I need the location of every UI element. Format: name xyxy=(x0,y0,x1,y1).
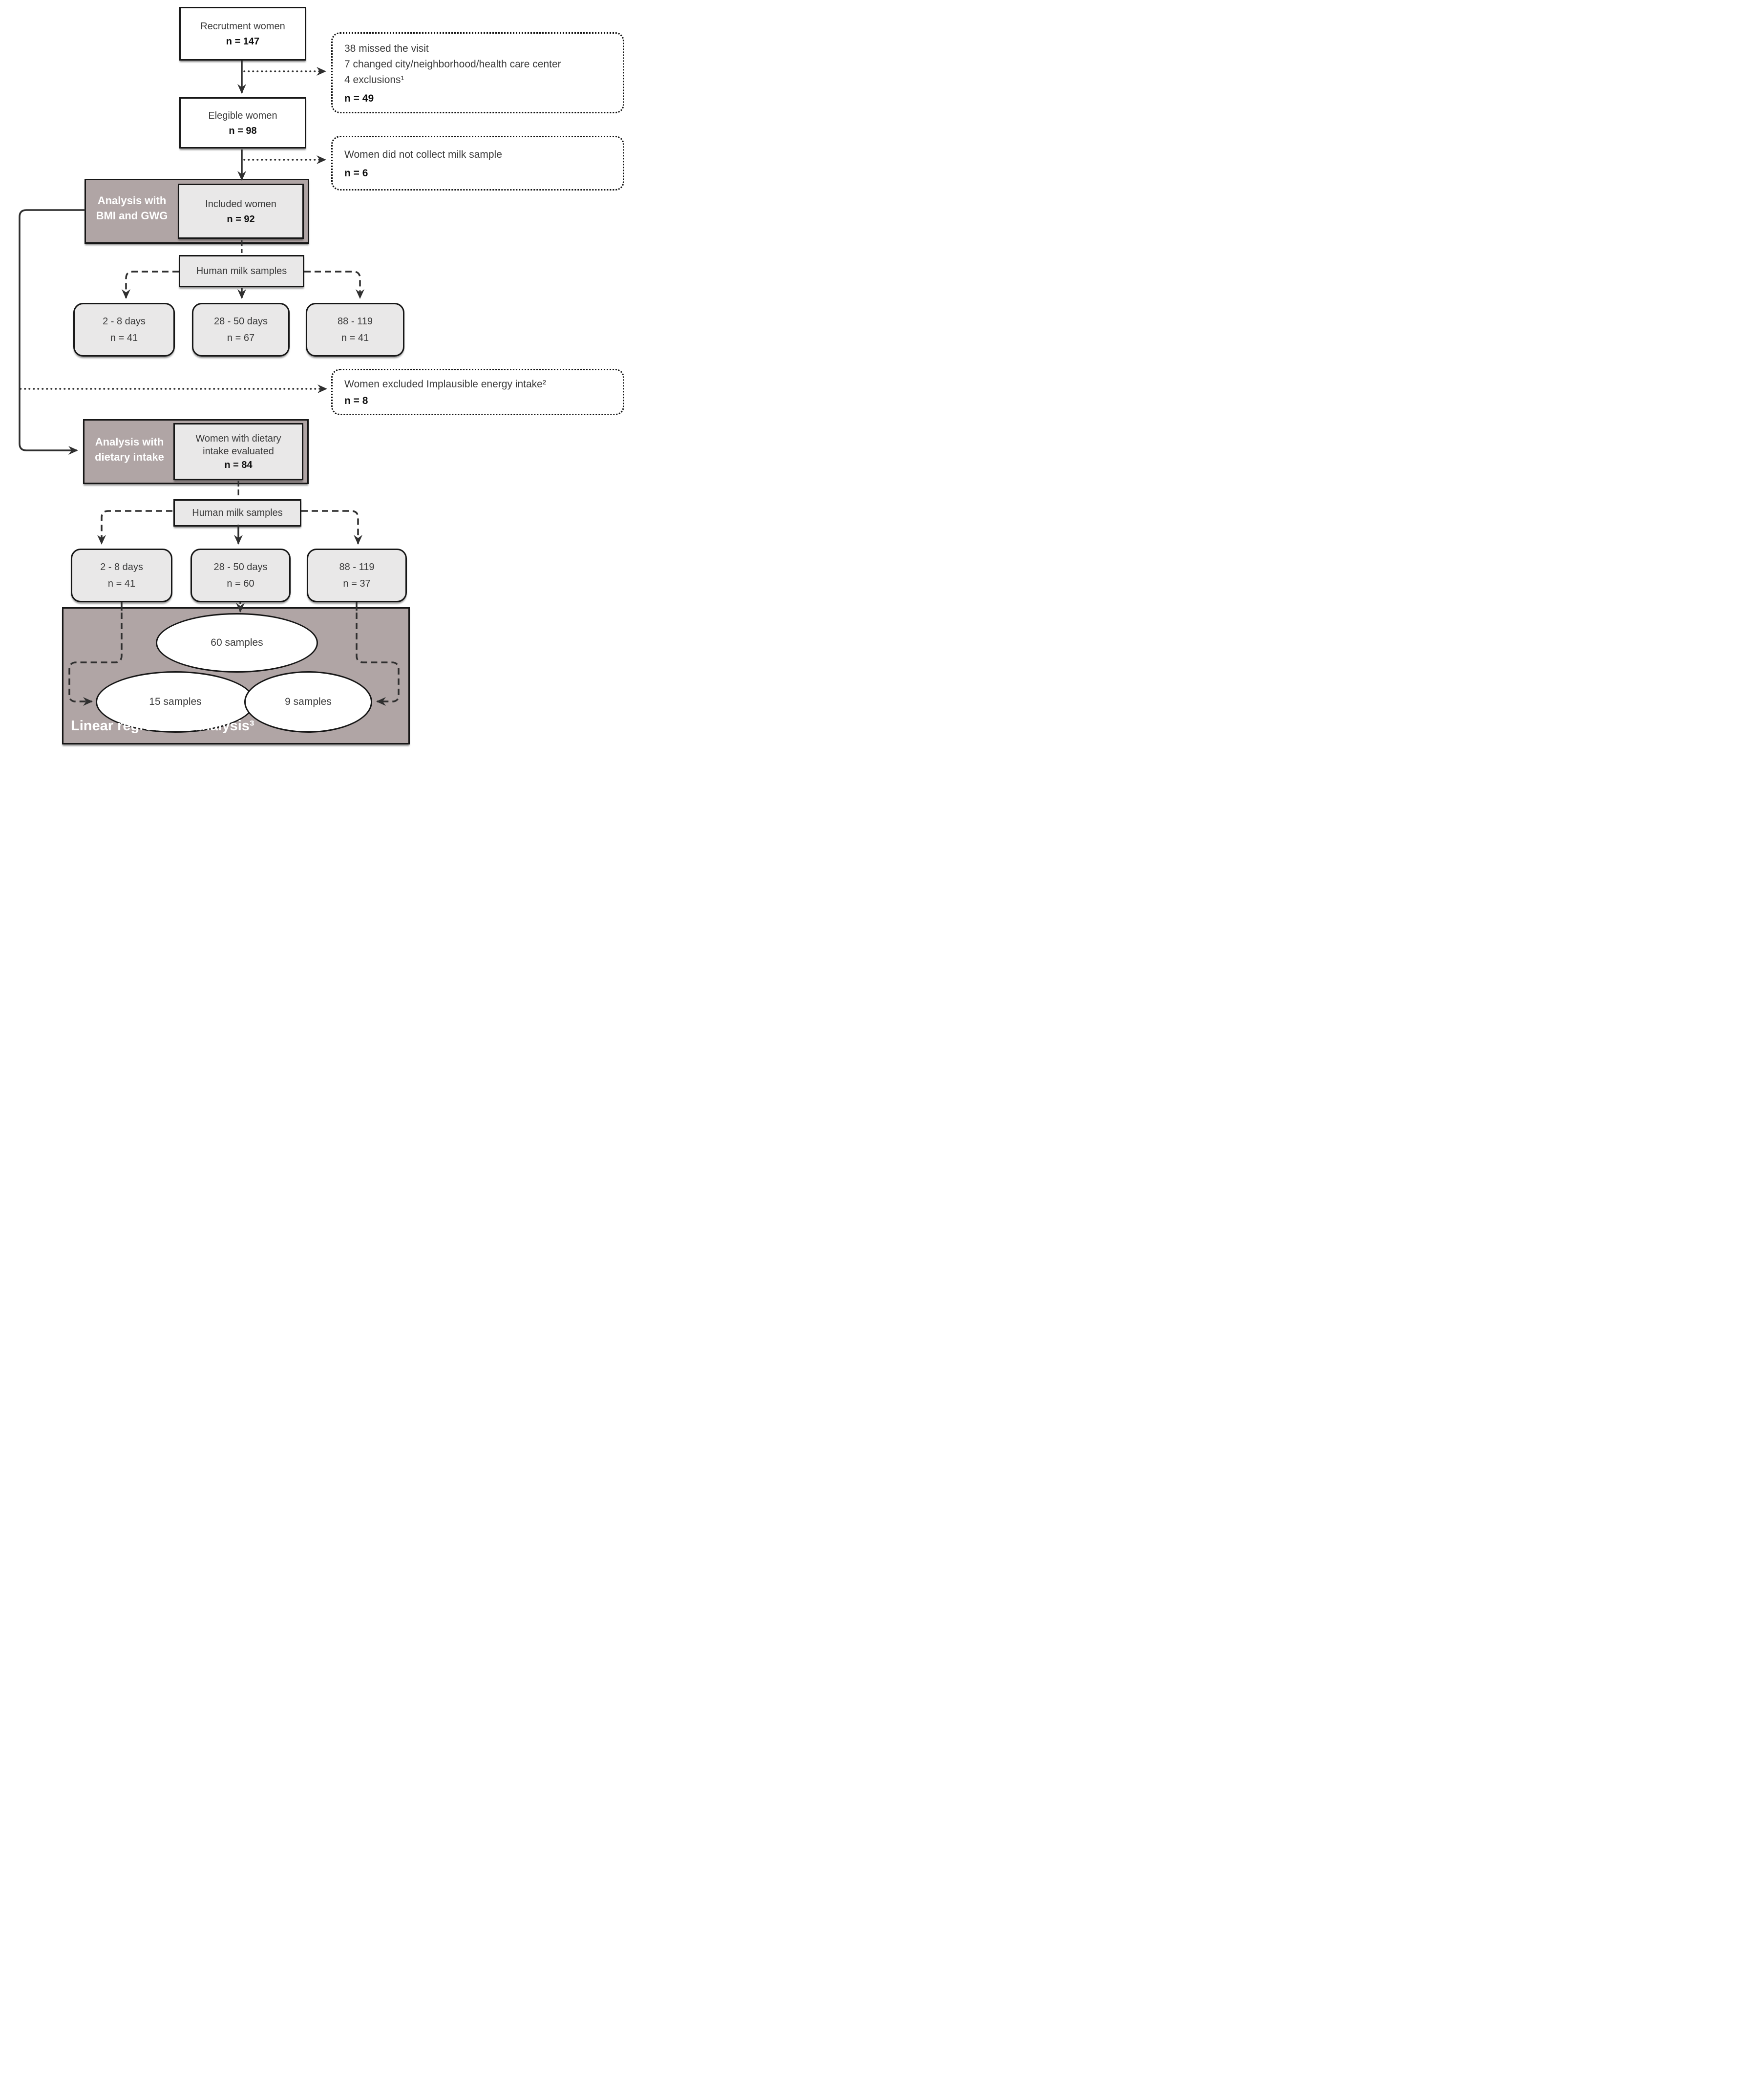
row1-box2-range: 28 - 50 days xyxy=(213,316,268,327)
exclusion-milk-box: Women did not collect milk sample n = 6 xyxy=(331,136,624,191)
milk-samples-1-box: Human milk samples xyxy=(179,255,304,287)
ellipse-60-samples: 60 samples xyxy=(156,613,318,673)
exclusion-energy-box: Women excluded Implausible energy intake… xyxy=(331,369,624,415)
flow-diagram: Recrutment women n = 147 38 missed the v… xyxy=(0,0,625,748)
dashed-arrow-milk2-right xyxy=(301,510,362,545)
row1-box1-n: n = 41 xyxy=(110,333,138,343)
row1-box-28-50-days: 28 - 50 days n = 67 xyxy=(192,303,290,357)
row2-box3-range: 88 - 119 xyxy=(339,562,375,573)
exclusion-energy-line: Women excluded Implausible energy intake… xyxy=(344,379,546,390)
dashed-arrow-milk2-left xyxy=(97,510,172,545)
ellipse-60-samples-label: 60 samples xyxy=(211,637,263,648)
row2-box2-range: 28 - 50 days xyxy=(213,562,268,573)
dietary-evaluated-title: Women with dietary intake evaluated xyxy=(195,433,281,457)
row2-box1-n: n = 41 xyxy=(107,578,136,589)
row2-box2-n: n = 60 xyxy=(227,578,254,589)
ellipse-9-samples: 9 samples xyxy=(244,671,372,733)
exclusion-visit-box: 38 missed the visit 7 changed city/neigh… xyxy=(331,32,624,113)
row2-box-28-50-days: 28 - 50 days n = 60 xyxy=(190,549,291,602)
exclusion-visit-line-3: 4 exclusions¹ xyxy=(344,74,404,85)
row1-box-2-8-days: 2 - 8 days n = 41 xyxy=(73,303,175,357)
ellipse-9-samples-label: 9 samples xyxy=(285,696,332,707)
dietary-evaluated-box: Women with dietary intake evaluated n = … xyxy=(173,423,303,480)
row1-box3-n: n = 41 xyxy=(341,333,369,343)
row1-box3-range: 88 - 119 xyxy=(338,316,373,327)
eligible-box: Elegible women n = 98 xyxy=(179,97,306,148)
included-women-box: Included women n = 92 xyxy=(178,184,304,239)
dashed-arrow-milk1-left xyxy=(122,271,179,299)
milk-samples-2-title: Human milk samples xyxy=(192,508,283,518)
row2-box-88-119: 88 - 119 n = 37 xyxy=(307,549,407,602)
row2-box3-n: n = 37 xyxy=(343,578,371,589)
row1-box1-range: 2 - 8 days xyxy=(103,316,146,327)
exclusion-visit-n: n = 49 xyxy=(344,92,374,104)
recruitment-title: Recrutment women xyxy=(200,21,285,32)
recruitment-n: n = 147 xyxy=(226,36,260,47)
milk-samples-1-title: Human milk samples xyxy=(196,266,287,276)
eligible-n: n = 98 xyxy=(229,125,257,136)
eligible-title: Elegible women xyxy=(208,110,277,121)
ellipse-15-samples-label: 15 samples xyxy=(149,696,202,707)
exclusion-visit-line-1: 38 missed the visit xyxy=(344,43,429,55)
exclusion-visit-line-2: 7 changed city/neighborhood/health care … xyxy=(344,58,561,70)
included-women-n: n = 92 xyxy=(227,213,255,225)
row1-box2-n: n = 67 xyxy=(227,333,255,343)
bmi-gwg-panel-label: Analysis with BMI and GWG xyxy=(96,194,168,222)
dietary-evaluated-n: n = 84 xyxy=(224,460,253,470)
exclusion-milk-n: n = 6 xyxy=(344,167,368,179)
exclusion-milk-line: Women did not collect milk sample xyxy=(344,148,502,160)
row2-box-2-8-days: 2 - 8 days n = 41 xyxy=(71,549,172,602)
regression-panel-label: Linear regression analysis³ xyxy=(71,718,254,734)
row1-box-88-119: 88 - 119 n = 41 xyxy=(306,303,404,357)
row2-box1-range: 2 - 8 days xyxy=(100,562,143,573)
exclusion-energy-n: n = 8 xyxy=(344,395,368,407)
milk-samples-2-box: Human milk samples xyxy=(173,499,301,527)
recruitment-box: Recrutment women n = 147 xyxy=(179,7,306,61)
dashed-arrow-milk1-right xyxy=(304,271,364,299)
included-women-title: Included women xyxy=(205,198,276,210)
dietary-panel-label: Analysis with dietary intake xyxy=(95,436,164,463)
